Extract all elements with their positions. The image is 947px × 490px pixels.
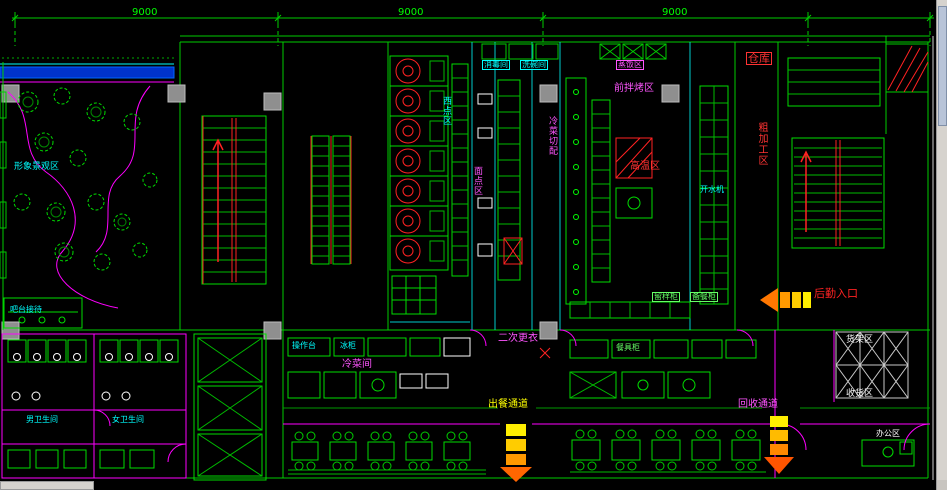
vertical-scrollbar[interactable] — [936, 0, 947, 490]
restrooms — [1, 333, 187, 479]
stove-line — [389, 55, 449, 315]
flow-arrows — [500, 288, 811, 482]
escalator — [310, 135, 352, 265]
door-arcs — [469, 329, 754, 347]
structural-columns — [1, 84, 680, 340]
vertical-scrollbar-thumb[interactable] — [938, 6, 947, 126]
equipment-bottom-west — [287, 337, 551, 399]
right-zone — [779, 43, 931, 467]
dining-tables-west — [288, 431, 486, 475]
dining-tables-east — [570, 429, 766, 473]
top-rooms — [481, 43, 667, 60]
walls — [2, 35, 934, 480]
scrollbar-corner — [937, 480, 947, 490]
staircase-left — [201, 115, 267, 285]
central-kitchen — [565, 77, 729, 319]
dimension-grid — [11, 12, 934, 46]
garden-landscape — [0, 57, 176, 330]
lift-shafts — [193, 333, 267, 481]
equipment-bottom-east — [569, 339, 757, 399]
horizontal-scrollbar-thumb[interactable] — [0, 481, 94, 490]
west-counters — [451, 63, 523, 281]
